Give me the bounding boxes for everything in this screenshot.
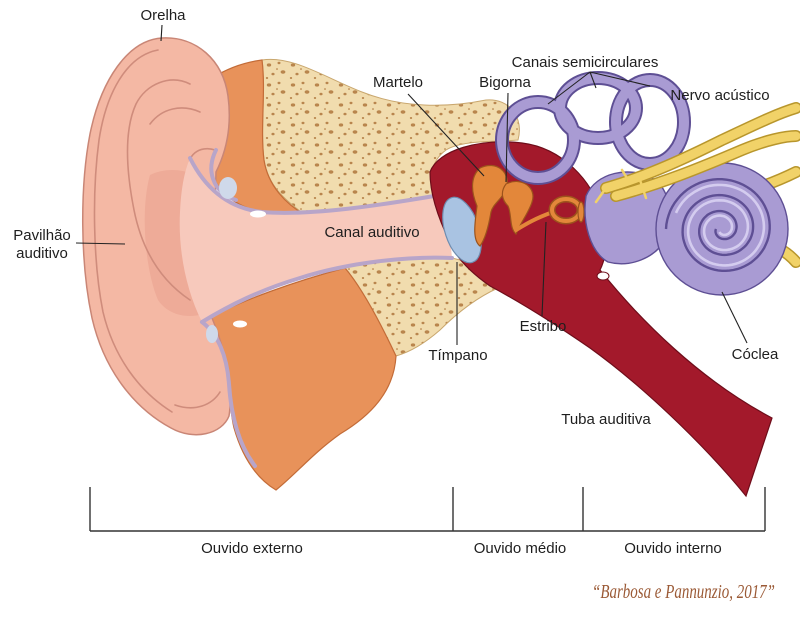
- incus: [501, 180, 534, 235]
- leader-canais-1: [547, 71, 591, 105]
- canal-lining-bottom: [200, 255, 454, 324]
- round-window: [596, 271, 610, 281]
- acoustic-nerve: [594, 102, 800, 204]
- region-label-medio: Ouvido médio: [474, 540, 567, 557]
- label-estribo: Estribo: [520, 318, 567, 335]
- ear-canal-group: [179, 148, 454, 468]
- leader-estribo: [541, 221, 547, 317]
- structure-labels: Orelha Pavilhão auditivo Martelo Bigorna…: [13, 7, 779, 428]
- leader-canais-2: [589, 71, 597, 89]
- leader-coclea: [721, 291, 748, 344]
- label-pavilhao-line1: Pavilhão: [13, 227, 71, 244]
- label-timpano: Tímpano: [428, 347, 487, 364]
- nerve-strand: [601, 103, 800, 193]
- stapes-footplate: [577, 201, 585, 223]
- cartilage-gap: [250, 210, 266, 218]
- canal-loop-lateral: [611, 75, 689, 169]
- label-canal-auditivo: Canal auditivo: [324, 224, 419, 241]
- credit-signature: “Barbosa e Pannunzio, 2017”: [592, 581, 775, 603]
- antihelix: [126, 79, 191, 301]
- leader-bigorna: [505, 92, 509, 183]
- cochlea-spiral: [664, 178, 771, 272]
- ossicles: [471, 164, 585, 247]
- leader-canais-3: [589, 71, 651, 87]
- label-canais-semicirculares: Canais semicirculares: [512, 54, 659, 71]
- nerve-strand: [611, 131, 800, 201]
- nerve-branch: [638, 178, 648, 200]
- cartilage-gap: [233, 320, 247, 328]
- leader-orelha: [160, 24, 163, 42]
- nerve-branch: [594, 186, 608, 204]
- label-tuba-auditiva: Tuba auditiva: [561, 411, 651, 428]
- label-martelo: Martelo: [373, 74, 423, 91]
- cartilage-gap: [206, 325, 218, 343]
- label-bigorna: Bigorna: [479, 74, 531, 91]
- lobe-line: [174, 391, 221, 409]
- region-label-interno: Ouvido interno: [624, 540, 722, 557]
- canal-lining-top: [188, 156, 448, 215]
- helix-rim: [93, 49, 173, 413]
- label-orelha: Orelha: [140, 7, 186, 24]
- leader-lines: [75, 24, 748, 345]
- leader-pavilhao: [75, 242, 126, 245]
- label-pavilhao-line2: auditivo: [16, 245, 68, 262]
- region-label-externo: Ouvido externo: [201, 540, 303, 557]
- cochlea-spiral-highlight: [674, 183, 766, 267]
- label-coclea: Cóclea: [732, 346, 779, 363]
- region-bracket: Ouvido externo Ouvido médio Ouvido inter…: [89, 487, 766, 557]
- cartilage-gap: [219, 177, 237, 199]
- leader-martelo: [407, 93, 485, 177]
- label-nervo-acustico: Nervo acústico: [670, 87, 769, 104]
- canal-loop-superior: [555, 73, 641, 143]
- semicircular-canals: [495, 71, 691, 185]
- incus-stapes-joint: [514, 210, 555, 232]
- canal-loop-anterior: [497, 97, 579, 183]
- nerve-branch: [620, 168, 632, 185]
- antihelix-crus: [149, 107, 201, 125]
- ear-canal: [179, 158, 452, 322]
